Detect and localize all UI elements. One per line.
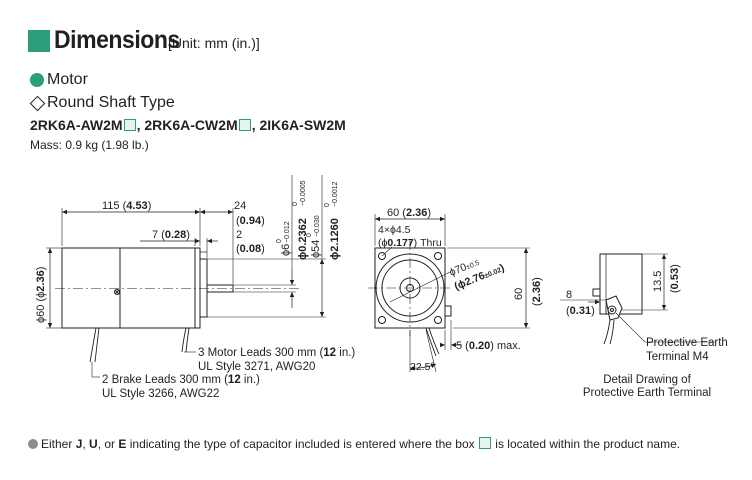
holes-label-in: (ϕ0.177) Thru — [378, 237, 442, 249]
model-name: 2RK6A-CW2M — [144, 117, 238, 133]
model-name: 2RK6A-AW2M — [30, 117, 123, 133]
pe-terminal — [444, 305, 452, 317]
footnote: Either J, U, or E indicating the type of… — [41, 437, 680, 451]
front-height: 60 — [513, 288, 525, 300]
dim-pilot-in: ϕ2.1260 — [329, 218, 341, 260]
dim-shaft: ϕ6 — [280, 244, 292, 256]
pe-label: Protective Earth — [646, 337, 728, 349]
pe-screw-icon — [607, 305, 617, 315]
detail-dim-8-in: (0.31) — [566, 305, 595, 317]
mounting-hole — [434, 252, 442, 260]
note-bullet-icon — [28, 439, 38, 449]
mounting-hole — [434, 316, 442, 324]
motor-leads-label: 3 Motor Leads 300 mm (12 in.) — [198, 347, 355, 359]
tol: 0 — [276, 239, 283, 243]
footnote-text: is located within the product name. — [491, 437, 681, 451]
tol: −0.012 — [284, 221, 291, 243]
brake-leads-style: UL Style 3266, AWG22 — [102, 388, 219, 400]
front-lead-wires — [425, 327, 440, 357]
motor-lead-wires — [181, 327, 190, 353]
mounting-hole — [378, 252, 386, 260]
dim-2: 2 — [236, 229, 242, 241]
tol: −0.0012 — [332, 181, 339, 207]
code-e: E — [118, 437, 127, 451]
page-title: Dimensions — [54, 26, 180, 54]
detail-caption: Detail Drawing of — [603, 374, 691, 386]
tol: −0.0005 — [300, 180, 307, 206]
motor-housing — [119, 247, 196, 329]
placeholder-box-icon — [238, 119, 251, 131]
mounting-hole — [378, 316, 386, 324]
placeholder-box-icon — [123, 119, 136, 131]
dim-115: 115 (4.53) — [102, 200, 151, 212]
dim-shaft-in: ϕ0.2362 — [297, 218, 309, 260]
mass-label: Mass: 0.9 kg (1.98 lb.) — [30, 138, 149, 152]
detail-dim-13-5-in: (0.53) — [669, 264, 681, 293]
header-square-icon — [28, 30, 50, 52]
detail-dim-8: 8 — [566, 289, 572, 301]
pe-label-2: Terminal M4 — [646, 351, 709, 363]
tol: −0.030 — [314, 215, 321, 237]
footnote-text: , or — [97, 437, 119, 451]
dim-pilot: ϕ54 — [310, 240, 322, 258]
angle-label: 22.5° — [410, 361, 435, 373]
dim-24: 24 — [234, 200, 246, 212]
flange — [194, 247, 201, 329]
pilot — [199, 258, 208, 318]
motor-leads-style: UL Style 3271, AWG20 — [198, 361, 315, 373]
footnote-text: Either — [41, 437, 76, 451]
shaft-type-label: Round Shaft Type — [47, 94, 175, 111]
holes-label: 4×ϕ4.5 — [378, 224, 411, 236]
brake-leads-label: 2 Brake Leads 300 mm (12 in.) — [102, 374, 260, 386]
front-width: 60 (2.36) — [387, 207, 431, 219]
code-u: U — [89, 437, 98, 451]
unit-label: [Unit: mm (in.)] — [168, 35, 260, 51]
tol: 0 — [306, 233, 313, 237]
front-height-in: (2.36) — [531, 277, 543, 306]
dim-dia60: ϕ60 (ϕ2.36) — [35, 267, 47, 323]
section-title: Motor — [47, 71, 88, 88]
detail-dim-13-5: 13.5 — [652, 271, 664, 292]
footnote-text: indicating the type of capacitor include… — [126, 437, 478, 451]
side-view — [46, 175, 326, 378]
separator: , — [251, 117, 260, 133]
bullet-icon — [30, 73, 44, 87]
screw-icon — [114, 289, 120, 295]
dim-24-in: (0.94) — [236, 215, 265, 227]
brake-housing — [61, 247, 121, 329]
detail-caption-2: Protective Earth Terminal — [583, 387, 711, 399]
model-list: 2RK6A-AW2M, 2RK6A-CW2M, 2IK6A-SW2M — [30, 117, 346, 133]
code-j: J — [75, 437, 83, 451]
detail-view — [560, 253, 716, 345]
dim-2-in: (0.08) — [236, 243, 265, 255]
placeholder-box-icon — [478, 437, 491, 449]
separator: , — [136, 117, 145, 133]
tol: 0 — [292, 202, 299, 206]
depth-label: 5 (0.20) max. — [456, 340, 521, 352]
brake-lead-wires — [89, 327, 100, 363]
tol: 0 — [324, 203, 331, 207]
front-view — [368, 214, 530, 373]
footnote-text: , — [82, 437, 90, 451]
model-name: 2IK6A-SW2M — [259, 117, 346, 133]
dim-7: 7 (0.28) — [152, 229, 190, 241]
